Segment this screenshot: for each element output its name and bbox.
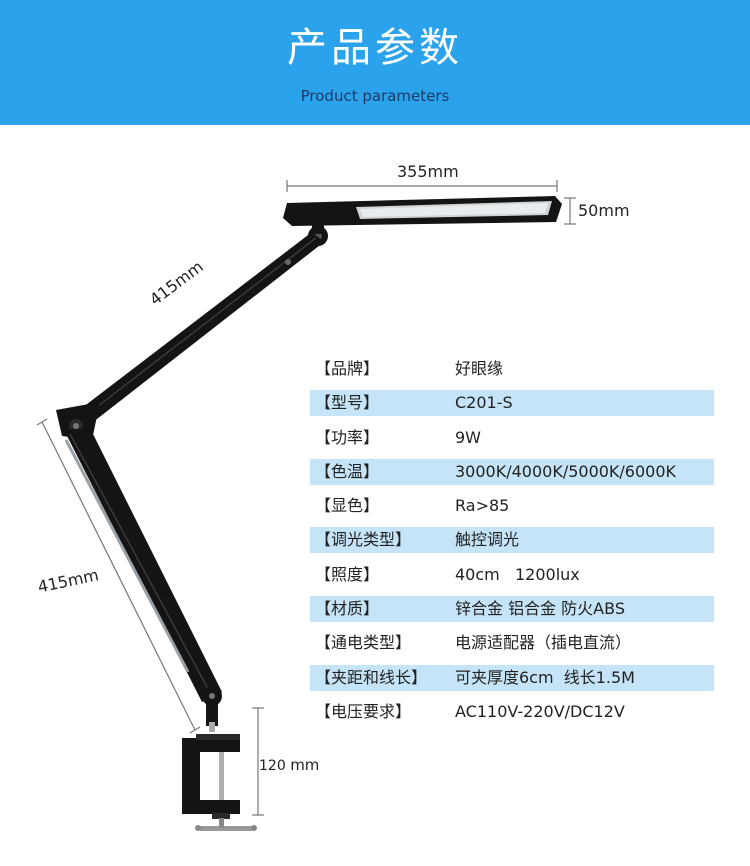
spec-value: C201-S <box>455 393 513 413</box>
spec-key: 【调光类型】 <box>315 530 412 550</box>
spec-value: Ra>85 <box>455 496 510 516</box>
head-length-dimension-line <box>286 180 558 192</box>
spec-key: 【型号】 <box>315 393 380 413</box>
page-title: 产品参数 <box>287 25 463 71</box>
spec-value: 好眼缘 <box>455 359 504 378</box>
spec-row-dimming-type: 【调光类型】 触控调光 <box>310 527 714 554</box>
spec-key: 【品牌】 <box>315 359 380 378</box>
head-thickness-dimension-line <box>564 197 576 225</box>
clamp-height-value: 120 <box>259 758 286 774</box>
spec-key: 【显色】 <box>315 496 380 516</box>
spec-value: 9W <box>455 427 481 447</box>
spec-value: 触控调光 <box>455 530 520 550</box>
spec-row-power: 【功率】 9W <box>310 425 714 451</box>
head-thickness-label: 50mm <box>578 201 630 220</box>
spec-row-color-rendering: 【显色】 Ra>85 <box>310 493 714 519</box>
desk-clamp <box>182 734 257 831</box>
spec-row-power-supply-type: 【通电类型】 电源适配器（插电直流） <box>310 630 714 656</box>
upper-arm <box>74 232 324 426</box>
spec-row-brand: 【品牌】 好眼缘 <box>310 356 714 382</box>
lamp-illustration <box>36 180 576 831</box>
spec-value: 3000K/4000K/5000K/6000K <box>455 461 677 481</box>
spec-value: 电源适配器（插电直流） <box>455 633 632 653</box>
spec-value: AC110V-220V/DC12V <box>455 701 625 721</box>
spec-key: 【夹距和线长】 <box>315 667 428 687</box>
spec-table: 【品牌】 好眼缘 【型号】 C201-S 【功率】 9W 【色温】 3000K/… <box>310 356 714 733</box>
spec-key: 【材质】 <box>315 599 380 619</box>
spec-row-illuminance: 【照度】 40cm 1200lux <box>310 562 714 588</box>
spec-value: 40cm 1200lux <box>455 564 580 584</box>
spec-row-model: 【型号】 C201-S <box>310 390 714 417</box>
spec-key: 【功率】 <box>315 427 380 447</box>
lower-arm <box>64 428 222 702</box>
base-joint <box>202 686 222 732</box>
spec-key: 【照度】 <box>315 564 380 584</box>
spec-row-clamp-and-cable: 【夹距和线长】 可夹厚度6cm 线长1.5M <box>310 664 714 691</box>
head-length-label: 355mm <box>397 162 459 181</box>
spec-value: 锌合金 铝合金 防火ABS <box>455 599 625 619</box>
spec-row-material: 【材质】 锌合金 铝合金 防火ABS <box>310 596 714 623</box>
page-subtitle: Product parameters <box>300 87 450 105</box>
clamp-height-unit: mm <box>290 756 320 774</box>
spec-row-color-temperature: 【色温】 3000K/4000K/5000K/6000K <box>310 458 714 485</box>
header-banner: 产品参数 Product parameters <box>0 0 750 125</box>
lower-arm-dimension-line <box>36 418 201 734</box>
lamp-head <box>283 196 562 226</box>
clamp-height-dimension-line <box>252 707 264 816</box>
clamp-height-label: 120 mm <box>259 756 319 774</box>
spec-key: 【色温】 <box>315 461 380 481</box>
spec-value: 可夹厚度6cm 线长1.5M <box>455 667 635 687</box>
spec-key: 【通电类型】 <box>315 633 412 653</box>
spec-key: 【电压要求】 <box>315 701 412 721</box>
spec-row-voltage: 【电压要求】 AC110V-220V/DC12V <box>310 699 714 725</box>
